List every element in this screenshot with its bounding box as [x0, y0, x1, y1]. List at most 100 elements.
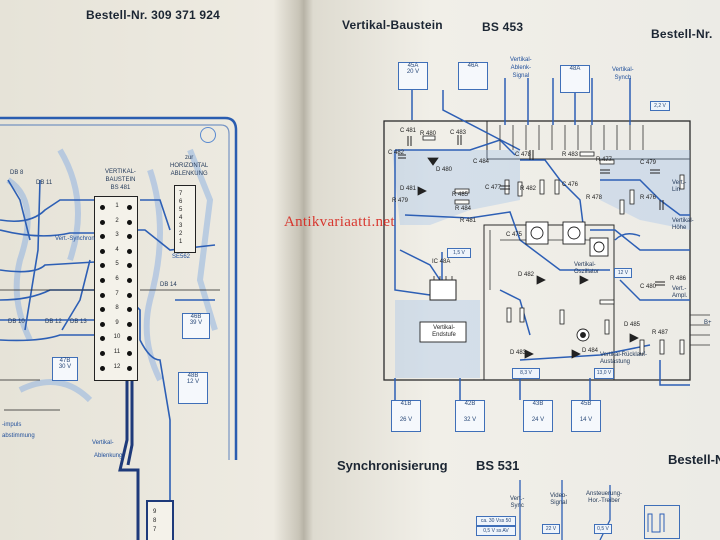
connector-pin: 8: [95, 303, 137, 317]
connector-pin: 4: [95, 245, 137, 259]
pin-number: 11: [113, 349, 121, 355]
pin-dot-left: [100, 336, 105, 342]
connector-pin: 12: [95, 362, 137, 376]
db11-label: DB 11: [36, 180, 53, 186]
oszillator-label: Vertikal- Oszillator: [574, 262, 600, 275]
pin-number: 7: [115, 290, 119, 297]
c480-label: C 480: [640, 284, 657, 290]
pin-number: 5: [115, 261, 119, 268]
c481-label: C 481: [400, 128, 417, 134]
db12-label: DB 12: [45, 319, 62, 325]
r480-label: R 480: [420, 131, 437, 137]
c482-label: C 482: [388, 150, 405, 156]
connector-pin: 11: [95, 347, 137, 361]
r479-label: R 479: [392, 198, 409, 204]
connector-pin: 1: [95, 201, 137, 215]
pin-dot-left: [100, 263, 105, 269]
s2-scope-box: [644, 505, 680, 539]
ansteuerung-label: Ansteuerung- Hor.-Treiber: [586, 491, 623, 504]
d484-label: D 484: [582, 348, 599, 354]
badge-1: 1,5 V: [447, 248, 471, 258]
pin-number: 10: [113, 334, 121, 341]
c484-label: C 484: [473, 159, 490, 165]
pin-dot-left: [100, 321, 105, 327]
r485-label: R 485: [452, 192, 469, 198]
badge-2: 8,3 V: [512, 368, 540, 379]
d480-label: D 480: [436, 167, 453, 173]
section2-code: BS 531: [476, 458, 520, 473]
right-page-header: Vertikal-Baustein: [342, 18, 443, 32]
c478-label: C 478: [515, 152, 532, 158]
pin-dot-right: [127, 351, 132, 356]
d481-label: D 481: [400, 186, 417, 192]
pin-dot-right: [127, 248, 132, 254]
vertikal-ablenk-signal-label: Vertikal- Ablenk- Signal: [510, 57, 532, 79]
pin-dot-left: [100, 219, 105, 225]
pin-number: 3: [115, 232, 119, 239]
r478-label: R 478: [586, 195, 603, 201]
watermark: Antikvariaatti.net: [284, 214, 395, 230]
vert-sync-label: Vert.- Sync: [510, 496, 525, 509]
abstimmung-label: abstimmung: [2, 433, 35, 439]
pin-dot-left: [100, 278, 105, 283]
pin-dot-right: [127, 365, 132, 371]
c475-label: C 475: [506, 232, 523, 238]
r487-label: R 487: [652, 330, 669, 336]
s2-box-a: ca. 30 Vss 50: [476, 516, 516, 526]
connector-pin: 10: [95, 332, 137, 346]
vertikal-baustein-title: VERTIKAL- BAUSTEIN BS 481: [105, 169, 136, 191]
c476-label: C 476: [562, 182, 579, 188]
s2-box-b: 0,5 V ss AV: [476, 526, 516, 536]
badge-3: 13,0 V: [594, 368, 614, 379]
s2-box-c: 22 V: [542, 524, 560, 534]
ruecklauf-label: Vertikal-Rücklauf- Austastung: [600, 352, 648, 365]
r477-label: R 477: [596, 157, 613, 163]
r484-label: R 484: [455, 206, 472, 212]
r483-label: R 483: [562, 152, 579, 158]
horizontal-ablenkung-title: zur HORIZONTAL ABLENKUNG: [170, 155, 209, 177]
s2-box-d: 0,5 V: [594, 524, 612, 534]
pin-dot-right: [127, 234, 132, 240]
section2-title: Synchronisierung: [337, 458, 448, 473]
pin-dot-right: [127, 263, 132, 269]
pin-dot-left: [100, 351, 105, 356]
pin-number: 2: [115, 217, 119, 224]
pin-dot-right: [127, 307, 132, 313]
pin-dot-left: [100, 292, 105, 298]
db13-label: DB 13: [70, 319, 87, 325]
vertikal-label: Vertikal-: [92, 440, 114, 446]
impuls-label: -impuls: [2, 422, 22, 428]
db8-label: DB 8: [10, 170, 24, 176]
video-signal-label: Video- Signal: [550, 493, 568, 506]
right-page-code: BS 453: [482, 20, 524, 34]
hoehe-label: Vertikal- Höhe: [672, 218, 694, 231]
connector-pin: 3: [95, 230, 137, 244]
left-page-header: Bestell-Nr. 309 371 924: [86, 8, 221, 22]
c479-label: C 479: [640, 160, 657, 166]
pin-dot-left: [100, 248, 105, 254]
pin-dot-left: [100, 205, 105, 210]
c483-label: C 483: [450, 130, 467, 136]
pin-number: 6: [115, 276, 119, 282]
badge-4: 12 V: [614, 268, 632, 278]
pin-number: 8: [115, 305, 119, 312]
pin-dot-right: [127, 219, 132, 225]
pin-dot-left: [100, 307, 105, 313]
pin-dot-right: [127, 336, 132, 342]
pin-number: 9: [115, 319, 119, 326]
section2-bestell: Bestell-N: [668, 452, 720, 467]
connector-pin: 6: [95, 274, 137, 288]
pin-number: 1: [115, 203, 119, 209]
